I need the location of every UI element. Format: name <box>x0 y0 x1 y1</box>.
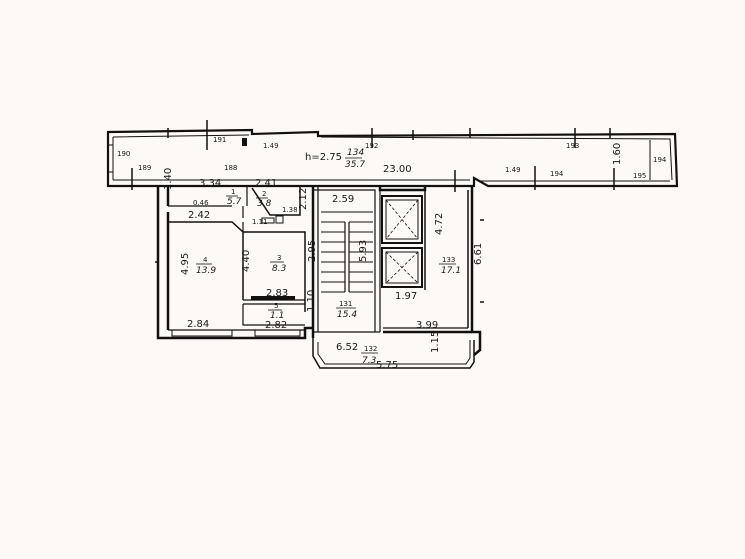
dim-3-99: 3.99 <box>416 320 438 331</box>
staircase <box>321 211 373 293</box>
gallery-walls <box>106 120 679 192</box>
dim-2-95: 2.95 <box>307 240 318 262</box>
gallery-seg-4: 193 <box>566 142 579 150</box>
ceiling-height: h=2.75 <box>305 152 342 163</box>
dim-2-82: 2.82 <box>265 320 287 331</box>
gallery-seg-9: 194 <box>550 170 564 178</box>
gallery-seg-3: 192 <box>365 142 378 150</box>
dim-6-52: 6.52 <box>336 342 358 353</box>
gallery-seg-6: 195 <box>633 172 646 180</box>
dim-5-75: 5.75 <box>376 360 398 371</box>
room-3-area: 8.3 <box>272 264 287 274</box>
room-131-no: 131 <box>339 300 352 308</box>
gallery-seg-2: 191 <box>213 136 226 144</box>
dim-4-95: 4.95 <box>180 253 191 275</box>
door-mark-2: 1.49 <box>505 166 521 174</box>
gallery-seg-1: 190 <box>117 150 130 158</box>
room-4-no: 4 <box>203 256 208 264</box>
gallery-room-no: 134 <box>347 148 364 158</box>
dim-6-61: 6.61 <box>473 243 484 265</box>
dim-4-40: 4.40 <box>241 250 252 272</box>
dim-2-41: 2.41 <box>255 178 277 189</box>
gallery-seg-5: 194 <box>653 156 667 164</box>
door-mark-1: 1.49 <box>263 142 279 150</box>
room-3-no: 3 <box>277 254 281 262</box>
dim-1-15: 1.15 <box>430 331 441 353</box>
room-5-area: 1.1 <box>270 311 284 321</box>
room-132-area: 7.3 <box>362 356 377 366</box>
gallery-width: 1.60 <box>612 143 623 165</box>
small-mark-2: 1.11 <box>252 218 268 226</box>
room-1-no: 1 <box>231 188 235 196</box>
gallery-seg-8: 188 <box>224 164 237 172</box>
dim-1-97: 1.97 <box>395 291 417 302</box>
elevator-shafts <box>381 195 423 288</box>
plan-labels: 190 191 192 193 194 195 189 188 194 1.49… <box>117 136 667 371</box>
gallery-seg-7: 189 <box>138 164 151 172</box>
room-131-area: 15.4 <box>337 310 357 320</box>
gallery-length: 23.00 <box>383 164 412 175</box>
dim-1-40: 1.40 <box>163 168 174 190</box>
room-132-no: 132 <box>364 345 377 353</box>
dim-2-84: 2.84 <box>187 319 209 330</box>
dim-2-42: 2.42 <box>188 210 210 221</box>
dim-2-12: 2.12 <box>298 188 309 210</box>
room-1-area: 5.7 <box>227 197 242 207</box>
room-4-area: 13.9 <box>196 266 216 276</box>
room-133-area: 17.1 <box>441 266 461 276</box>
room-2-area: 3.8 <box>257 199 272 209</box>
dim-2-83: 2.83 <box>266 288 288 299</box>
dim-2-59: 2.59 <box>332 194 354 205</box>
room-5-no: 5 <box>274 302 278 310</box>
dim-3-34: 3.34 <box>199 178 221 189</box>
apartment-walls <box>155 186 484 369</box>
small-mark-3: 1.38 <box>282 206 298 214</box>
small-mark-1: 0.46 <box>193 199 209 207</box>
room-133-no: 133 <box>442 256 455 264</box>
gallery-room-area: 35.7 <box>345 160 365 170</box>
dim-1-10: 1.10 <box>306 290 317 312</box>
room-2-no: 2 <box>262 190 266 198</box>
dim-4-72: 4.72 <box>434 213 445 235</box>
dim-5-93: 5.93 <box>358 240 369 262</box>
